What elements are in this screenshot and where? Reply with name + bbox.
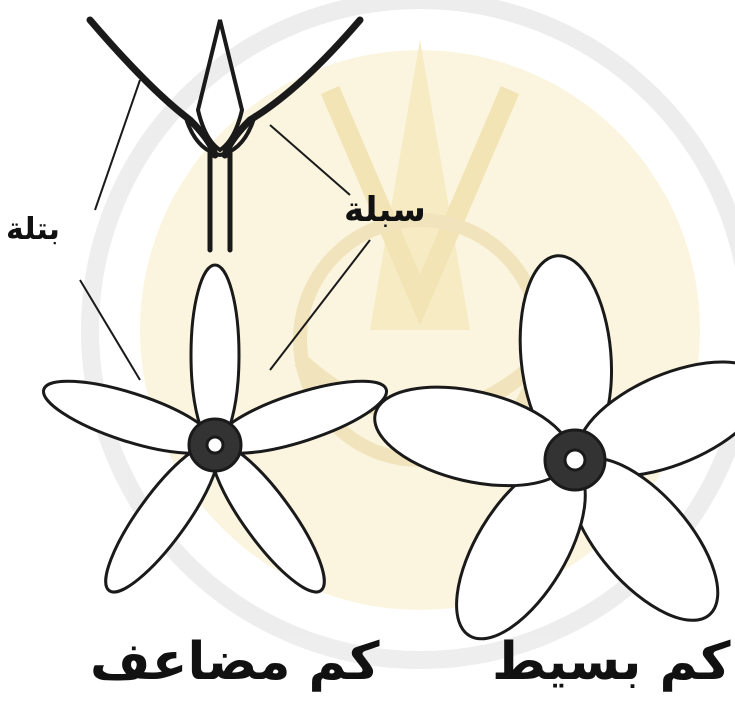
simple-calyx-label: كم بسيط <box>492 632 730 692</box>
petal-label: بتلة <box>6 212 60 247</box>
sepal-label: سبلة <box>344 190 426 230</box>
double-calyx-label: كم مضاعف <box>90 632 380 692</box>
